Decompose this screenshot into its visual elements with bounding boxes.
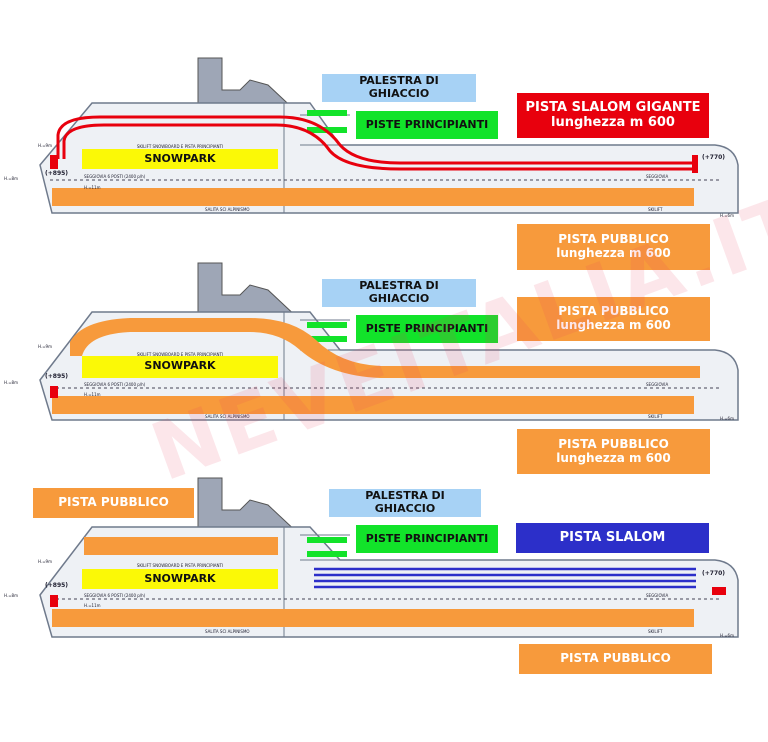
skilift-label: SKILIFT xyxy=(648,207,663,212)
orange-piste xyxy=(52,188,694,206)
ski-mountaineering-label: SALITA SCI ALPINISMO xyxy=(205,629,250,634)
panel-1-facility-plan: SKILIFT SNOWBOARD E PISTA PRINCIPIANTI S… xyxy=(4,57,739,218)
height-label: H.=6m xyxy=(720,633,734,638)
chairlift-label: SEGGIOVIA xyxy=(646,593,668,598)
panel-2-facility-plan: SKILIFT SNOWBOARD E PISTA PRINCIPIANTI S… xyxy=(4,262,739,421)
label-pista-slalom: PISTA SLALOM xyxy=(516,523,709,553)
chairlift-6-label: SEGGIOVIA 6 POSTI (2400 p/h) xyxy=(84,174,146,179)
skilift-snowboard-label: SKILIFT SNOWBOARD E PISTA PRINCIPIANTI xyxy=(137,563,223,568)
elevation-right: (+770) xyxy=(702,570,725,577)
skilift-label: SKILIFT xyxy=(648,414,663,419)
orange-public-piste xyxy=(70,318,700,378)
height-label: H.=9m xyxy=(38,143,52,148)
height-label: H.=8m xyxy=(4,380,18,385)
ski-mountaineering-label: SALITA SCI ALPINISMO xyxy=(205,414,250,419)
height-label: H.=8m xyxy=(4,176,18,181)
height-label: H.=11m xyxy=(84,185,101,190)
skilift-snowboard-label: SKILIFT SNOWBOARD E PISTA PRINCIPIANTI xyxy=(137,144,223,149)
height-label: H.=11m xyxy=(84,392,101,397)
label-snowpark: SNOWPARK xyxy=(82,356,278,376)
beginner-ramp xyxy=(307,551,347,557)
label-pista-pubblico: PISTA PUBBLICO xyxy=(33,488,194,518)
chairlift-6-label: SEGGIOVIA 6 POSTI (2400 p/h) xyxy=(84,593,146,598)
chairlift-6-label: SEGGIOVIA 6 POSTI (2400 p/h) xyxy=(84,382,146,387)
elevation-right: (+770) xyxy=(702,154,725,161)
giant-slalom-line xyxy=(56,115,692,165)
height-label: H.=6m xyxy=(720,213,734,218)
label-piste-principianti: PISTE PRINCIPIANTI xyxy=(356,315,498,343)
label-piste-principianti: PISTE PRINCIPIANTI xyxy=(356,111,498,139)
label-snowpark: SNOWPARK xyxy=(82,569,278,589)
elevation-left: (+895) xyxy=(45,582,68,589)
height-label: H.=11m xyxy=(84,603,101,608)
label-pista-pubblico: PISTA PUBBLICO xyxy=(519,644,712,674)
height-label: H.=9m xyxy=(38,344,52,349)
chairlift-label: SEGGIOVIA xyxy=(646,174,668,179)
skilift-label: SKILIFT xyxy=(648,629,663,634)
height-label: H.=9m xyxy=(38,559,52,564)
label-snowpark: SNOWPARK xyxy=(82,149,278,169)
height-label: H.=8m xyxy=(4,593,18,598)
beginner-ramp xyxy=(307,110,347,116)
orange-piste xyxy=(52,396,694,414)
ski-mountaineering-label: SALITA SCI ALPINISMO xyxy=(205,207,250,212)
skilift-snowboard-label: SKILIFT SNOWBOARD E PISTA PRINCIPIANTI xyxy=(137,352,223,357)
elevation-left: (+895) xyxy=(45,170,68,177)
beginner-ramp xyxy=(307,336,347,342)
height-label: H.=6m xyxy=(720,416,734,421)
label-piste-principianti: PISTE PRINCIPIANTI xyxy=(356,525,498,553)
orange-piste xyxy=(52,609,694,627)
beginner-ramp xyxy=(307,537,347,543)
panel-3-facility-plan: SKILIFT SNOWBOARD E PISTA PRINCIPIANTI S… xyxy=(4,477,739,638)
beginner-ramp xyxy=(307,322,347,328)
giant-slalom-line xyxy=(62,123,692,171)
chairlift-label: SEGGIOVIA xyxy=(646,382,668,387)
orange-public-piste xyxy=(84,537,278,555)
elevation-left: (+895) xyxy=(45,373,68,380)
